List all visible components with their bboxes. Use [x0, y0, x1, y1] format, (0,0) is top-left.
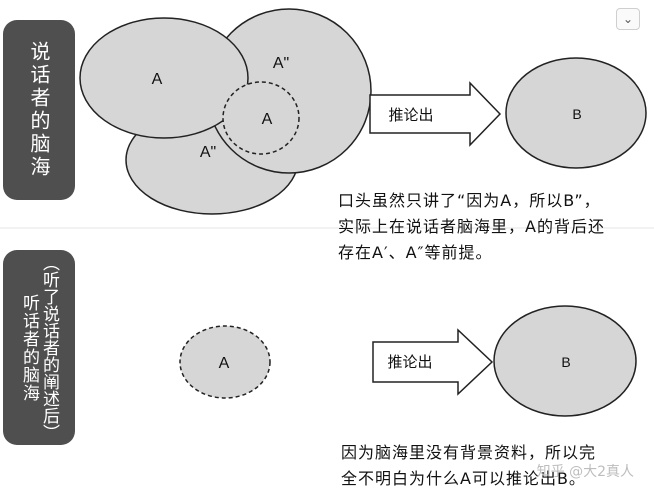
caption-top-line-1: 口头虽然只讲了“因为A，所以B”，	[338, 191, 601, 210]
caption-top-line-3: 存在A′、A″等前提。	[338, 243, 493, 262]
listener-mind-label: 听话者的脑海	[19, 293, 39, 402]
caption-top-line-2: 实际上在说话者脑海里，A的背后还	[338, 217, 605, 236]
caption-top: 口头虽然只讲了“因为A，所以B”， 实际上在说话者脑海里，A的背后还 存在A′、…	[338, 188, 648, 266]
arrow-bottom	[372, 328, 494, 396]
bubble-b-top	[505, 57, 647, 169]
label-b-bottom: B	[561, 354, 570, 370]
label-a2-upper: A"	[273, 55, 289, 72]
arrow-top	[369, 81, 502, 147]
label-b-top: B	[572, 106, 581, 122]
listener-mind-label-paren: （听了说话者的阐述后）	[39, 254, 59, 441]
speaker-mind-label-box: 说话者的脑海	[3, 20, 75, 200]
label-a-main: A	[152, 71, 163, 88]
chevron-down-icon: ⌄	[622, 12, 634, 26]
watermark: 知乎 @大2真人	[536, 464, 634, 480]
label-a-inner: A	[262, 111, 273, 128]
caption-bottom-line-1: 因为脑海里没有背景资料，所以完	[341, 443, 597, 462]
bubble-b-bottom	[493, 305, 637, 417]
caption-bottom: 因为脑海里没有背景资料，所以完 全不明白为什么A可以推论出B。	[341, 440, 641, 492]
speaker-mind-label: 说话者的脑海	[27, 41, 51, 179]
bubble-a-inner	[222, 81, 300, 155]
label-a2-lower: A"	[200, 144, 216, 161]
arrow-top-label: 推论出	[388, 106, 433, 124]
bubble-a-listener	[179, 325, 271, 399]
label-a-listener: A	[219, 355, 230, 372]
listener-mind-label-box: （听了说话者的阐述后） 听话者的脑海	[3, 250, 75, 445]
caption-bottom-line-2: 全不明白为什么A可以推论出B。	[341, 469, 586, 488]
collapse-button[interactable]: ⌄	[616, 8, 640, 30]
bubble-a-main	[79, 17, 249, 139]
arrow-bottom-label: 推论出	[387, 353, 432, 371]
